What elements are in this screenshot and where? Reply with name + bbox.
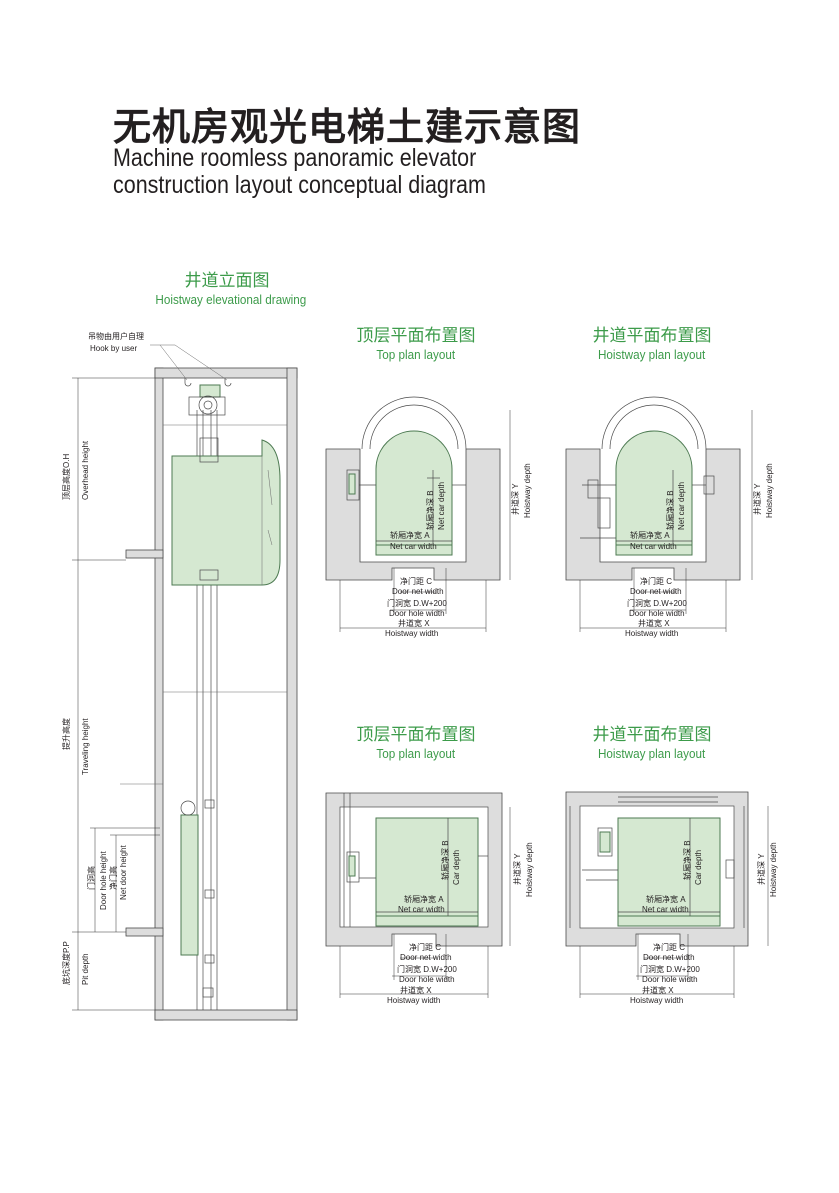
tp2-hoistway-width-en: Hoistway width xyxy=(387,996,440,1005)
door-hole-label-cn: 门洞高 xyxy=(86,866,96,890)
tp1-hoistway-width-cn: 井道宽 X xyxy=(398,618,430,628)
hp2-hoistway-width-en: Hoistway width xyxy=(630,996,683,1005)
pit-label-cn: 底坑深度P.P xyxy=(61,941,71,985)
page-subtitle-line1: Machine roomless panoramic elevator xyxy=(113,144,477,172)
hoistway-plan-1-heading-cn: 井道平面布置图 xyxy=(592,326,712,346)
tp2-hoistway-depth-en: Hoistway depth xyxy=(525,842,534,897)
tp2-door-hole-width-cn: 门洞宽 D.W+200 xyxy=(397,964,457,974)
travel-label-en: Traveling height xyxy=(81,718,90,775)
pit-label-en: Pit depth xyxy=(81,953,90,985)
hoistway-plan-2-drawing xyxy=(565,791,769,998)
elevation-right-wall xyxy=(286,367,298,1021)
hoistway-plan-1-drawing xyxy=(565,396,753,632)
tp1-door-net-width-cn: 净门距 C xyxy=(400,576,432,586)
top-plan-1-drawing xyxy=(325,396,511,632)
hoistway-elevation-drawing xyxy=(72,344,298,1021)
elevation-heading-cn: 井道立面图 xyxy=(184,271,270,291)
tp2-car-depth-cn: 轿厢净深 B xyxy=(440,840,450,880)
elevation-car xyxy=(171,439,281,586)
hp2-door-hole-width-cn: 门洞宽 D.W+200 xyxy=(640,964,700,974)
elevation-pit-floor xyxy=(154,1009,298,1021)
hp1-door-hole-width-en: Door hole width xyxy=(629,609,685,618)
door-hole-label-en: Door hole height xyxy=(99,851,108,910)
hp1-door-hole-width-cn: 门洞宽 D.W+200 xyxy=(627,598,687,608)
top-plan-2-heading: 顶层平面布置图 Top plan layout xyxy=(336,720,496,763)
elevation-top-slab xyxy=(154,367,298,379)
hp1-net-car-depth-en: Net car depth xyxy=(677,482,686,530)
tp2-door-hole-width-en: Door hole width xyxy=(399,975,455,984)
tp1-hoistway-width-en: Hoistway width xyxy=(385,629,438,638)
overhead-label-en: Overhead height xyxy=(81,440,90,500)
overhead-label-cn: 顶层高度O.H xyxy=(61,454,71,500)
hp2-net-car-width-cn: 轿厢净宽 A xyxy=(646,894,686,904)
tp1-net-car-width-en: Net car width xyxy=(390,542,437,551)
tp2-net-car-width-cn: 轿厢净宽 A xyxy=(404,894,444,904)
hp1-hoistway-depth-en: Hoistway depth xyxy=(765,463,774,518)
tp1-net-car-depth-cn: 轿厢净深 B xyxy=(425,490,435,530)
floor-slab-upper xyxy=(125,549,164,559)
tp1-net-car-width-cn: 轿厢净宽 A xyxy=(390,530,430,540)
top-plan-2-heading-en: Top plan layout xyxy=(376,746,456,761)
top-plan-1-heading: 顶层平面布置图 Top plan layout xyxy=(336,321,496,364)
hoistway-plan-2-heading-en: Hoistway plan layout xyxy=(598,746,706,761)
hp2-door-net-width-cn: 净门距 C xyxy=(653,942,685,952)
hp1-door-net-width-cn: 净门距 C xyxy=(640,576,672,586)
net-door-label-en: Net door height xyxy=(119,845,128,900)
tp1-net-car-depth-en: Net car depth xyxy=(437,482,446,530)
page-subtitle-line2: construction layout conceptual diagram xyxy=(113,171,486,199)
hoistway-plan-1-heading: 井道平面布置图 Hoistway plan layout xyxy=(572,321,732,364)
tp2-door-net-width-en: Door net width xyxy=(400,953,452,962)
tp1-door-hole-width-en: Door hole width xyxy=(389,609,445,618)
tp2-door-net-width-cn: 净门距 C xyxy=(409,942,441,952)
hook-label-cn: 吊物由用户自理 xyxy=(88,331,144,341)
elevation-heading-en: Hoistway elevational drawing xyxy=(155,292,307,307)
top-plan-2-drawing xyxy=(325,792,511,998)
hp1-net-car-width-cn: 轿厢净宽 A xyxy=(630,530,670,540)
top-plan-2-heading-cn: 顶层平面布置图 xyxy=(356,725,476,745)
tp2-car-depth-en: Car depth xyxy=(452,850,461,885)
net-door-label-cn: 净门高 xyxy=(108,866,118,890)
elevation-heading: 井道立面图 Hoistway elevational drawing xyxy=(147,266,307,309)
hp2-hoistway-depth-cn: 井道深 Y xyxy=(756,853,766,885)
hook-label-en: Hook by user xyxy=(90,344,137,353)
hp1-net-car-width-en: Net car width xyxy=(630,542,677,551)
hoistway-plan-2-car xyxy=(617,817,721,917)
hp1-hoistway-width-en: Hoistway width xyxy=(625,629,678,638)
tp1-hoistway-depth-cn: 井道深 Y xyxy=(510,483,520,515)
tp1-door-hole-width-cn: 门洞宽 D.W+200 xyxy=(387,598,447,608)
hoistway-plan-2-heading: 井道平面布置图 Hoistway plan layout xyxy=(572,720,732,763)
hp2-door-hole-width-en: Door hole width xyxy=(642,975,698,984)
tp1-hoistway-depth-en: Hoistway depth xyxy=(523,463,532,518)
page-title: 无机房观光电梯土建示意图 xyxy=(113,105,582,149)
top-plan-2-car xyxy=(375,817,479,917)
hp1-hoistway-depth-cn: 井道深 Y xyxy=(752,483,762,515)
hp1-door-net-width-en: Door net width xyxy=(630,587,682,596)
top-plan-1-heading-en: Top plan layout xyxy=(376,347,456,362)
hp1-net-car-depth-cn: 轿厢净深 B xyxy=(665,490,675,530)
hp2-car-depth-en: Car depth xyxy=(694,850,703,885)
hp2-car-depth-cn: 轿厢净深 B xyxy=(682,840,692,880)
counterweight xyxy=(180,814,199,956)
top-plan-1-heading-cn: 顶层平面布置图 xyxy=(356,326,476,346)
hoistway-plan-1-heading-en: Hoistway plan layout xyxy=(598,347,706,362)
hp2-hoistway-width-cn: 井道宽 X xyxy=(642,985,674,995)
hp2-door-net-width-en: Door net width xyxy=(643,953,695,962)
hp2-hoistway-depth-en: Hoistway depth xyxy=(769,842,778,897)
tp2-hoistway-width-cn: 井道宽 X xyxy=(400,985,432,995)
tp2-net-car-width-en: Net car width xyxy=(398,905,445,914)
hp1-hoistway-width-cn: 井道宽 X xyxy=(638,618,670,628)
hoistway-plan-2-heading-cn: 井道平面布置图 xyxy=(592,725,712,745)
tp1-door-net-width-en: Door net width xyxy=(392,587,444,596)
travel-label-cn: 提升高度 xyxy=(61,718,71,750)
tp2-hoistway-depth-cn: 井道深 Y xyxy=(512,853,522,885)
floor-slab-lower xyxy=(125,927,164,937)
hp2-net-car-width-en: Net car width xyxy=(642,905,689,914)
elevation-left-wall xyxy=(154,367,164,1021)
